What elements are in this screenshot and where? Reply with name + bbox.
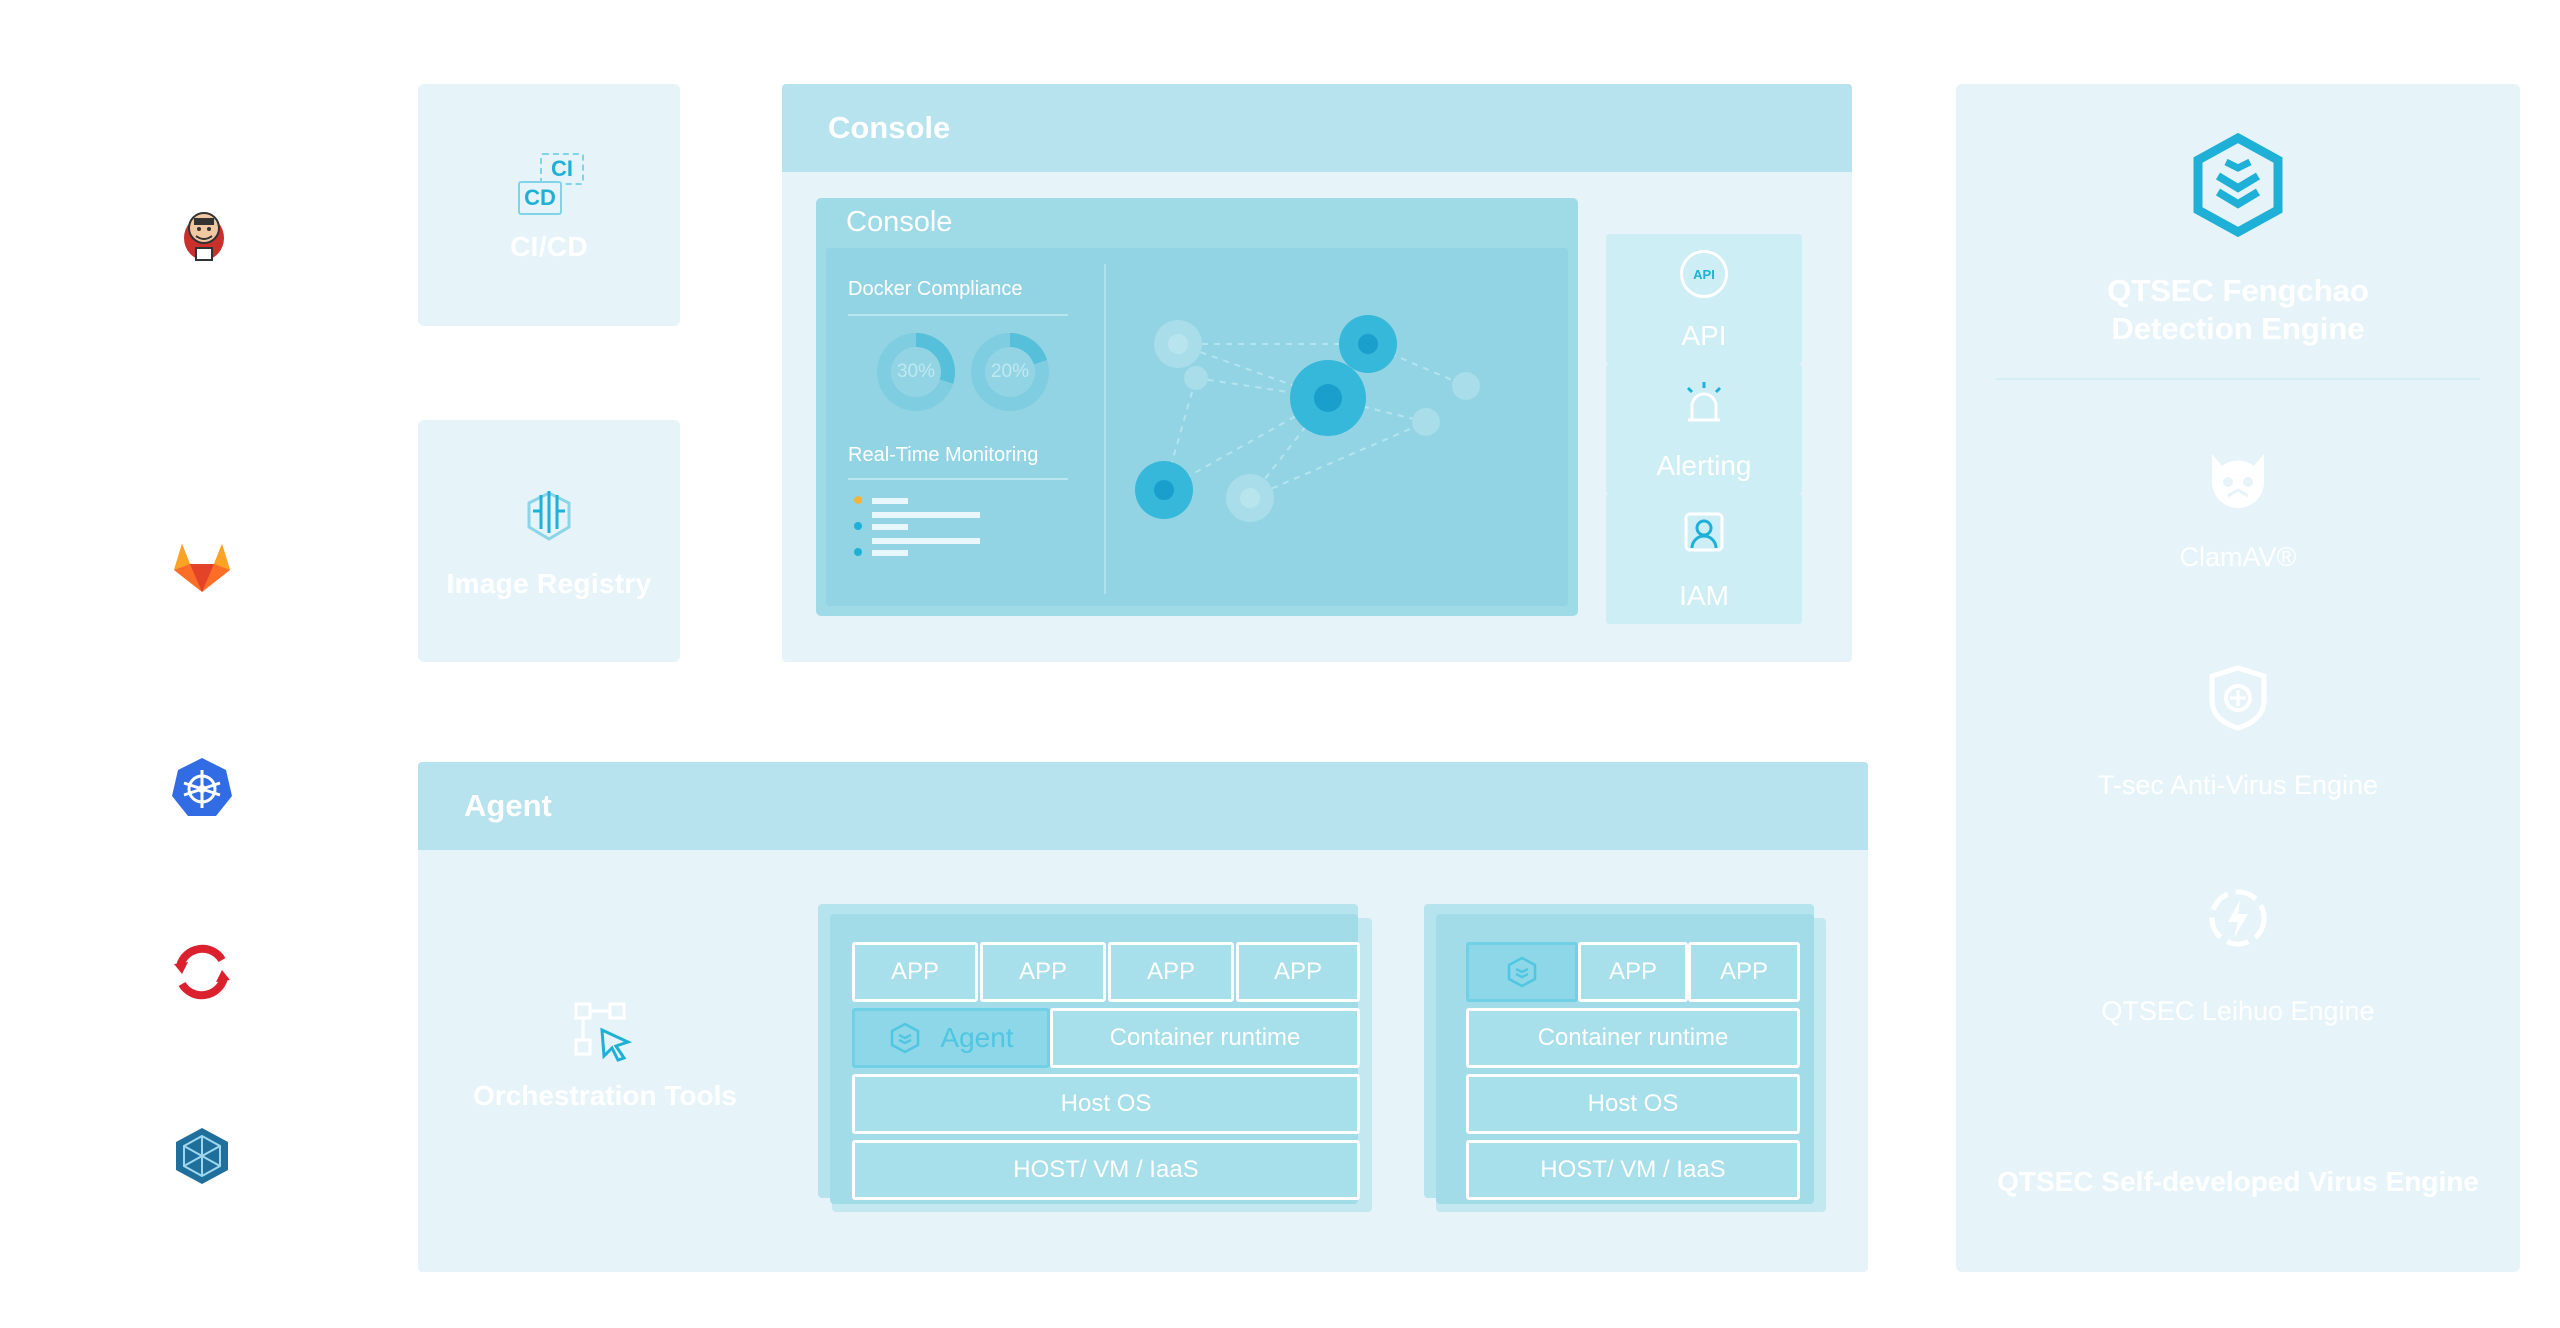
donut-chart-1: 30% <box>874 330 958 414</box>
divider <box>1996 378 2480 380</box>
orchestration-label: Orchestration Tools <box>473 1080 737 1111</box>
orchestration-icon <box>572 1000 636 1064</box>
stack2-runtime: Container runtime <box>1466 1008 1800 1068</box>
divider <box>848 314 1068 316</box>
stack2-host-os: Host OS <box>1466 1074 1800 1134</box>
monitoring-list <box>854 494 1004 584</box>
registry-icon <box>519 483 579 554</box>
tsec-label: T-sec Anti-Virus Engine <box>2097 770 2379 800</box>
cicd-card: CI CD CI/CD <box>418 84 680 326</box>
console-header: Console <box>782 84 1852 172</box>
stack1-app: APP <box>852 942 978 1002</box>
stack1-app: APP <box>1108 942 1234 1002</box>
api-card: API API <box>1606 234 1802 364</box>
stack2-app: APP <box>1688 942 1800 1002</box>
tsec-shield-icon <box>2206 664 2270 732</box>
stack1-app: APP <box>980 942 1106 1002</box>
realtime-monitoring-label: Real-Time Monitoring <box>848 444 1039 466</box>
stack1-app: APP <box>1236 942 1360 1002</box>
alerting-label: Alerting <box>1656 450 1752 481</box>
image-registry-label: Image Registry <box>446 567 652 599</box>
agent-label: Agent <box>940 1022 1014 1053</box>
fengchao-title-line1: QTSEC Fengchao <box>2107 273 2369 308</box>
orchestration-block: Orchestration Tools <box>460 996 750 1116</box>
stack1-infra: HOST/ VM / IaaS <box>852 1140 1360 1200</box>
console-screen-title: Console <box>846 206 953 238</box>
stack2-infra: HOST/ VM / IaaS <box>1466 1140 1800 1200</box>
iam-label: IAM <box>1679 580 1729 611</box>
vertical-divider <box>1104 264 1106 594</box>
api-label: API <box>1681 320 1727 351</box>
iam-card: IAM <box>1606 494 1802 624</box>
qtsec-logo-icon <box>2192 132 2284 238</box>
shield-hex-icon <box>1507 956 1537 988</box>
alerting-card: Alerting <box>1606 364 1802 494</box>
rancher-logo <box>170 1124 234 1188</box>
user-icon <box>1680 508 1728 556</box>
cicd-label: CI/CD <box>510 231 588 262</box>
stack1-agent: Agent <box>852 1008 1050 1068</box>
jenkins-logo <box>172 202 236 266</box>
self-developed-label: QTSEC Self-developed Virus Engine <box>1997 1166 2479 1197</box>
donut-chart-2: 20% <box>968 330 1052 414</box>
gitlab-logo <box>170 534 234 598</box>
console-screen-content: Docker Compliance 30% 20% Real-Time Moni… <box>826 248 1568 606</box>
engines-panel: QTSEC Fengchao Detection Engine ClamAV® … <box>1956 84 2520 1272</box>
stack1-runtime: Container runtime <box>1050 1008 1360 1068</box>
shield-hex-icon <box>891 1022 920 1054</box>
leihuo-label: QTSEC Leihuo Engine <box>2101 996 2375 1026</box>
api-icon: API <box>1680 250 1728 298</box>
agent-header: Agent <box>418 762 1868 850</box>
leihuo-icon <box>2206 886 2270 950</box>
image-registry-card: Image Registry <box>418 420 680 662</box>
network-graph <box>1116 268 1556 598</box>
alarm-icon <box>1680 378 1728 426</box>
kubernetes-logo <box>170 756 234 820</box>
fengchao-title-line2: Detection Engine <box>2111 311 2365 346</box>
docker-compliance-label: Docker Compliance <box>848 278 1023 300</box>
stack2-agent <box>1466 942 1578 1002</box>
openshift-logo <box>170 940 234 1004</box>
divider <box>848 478 1068 480</box>
cicd-icon: CI CD <box>514 147 584 217</box>
clamav-label: ClamAV® <box>2179 542 2297 572</box>
console-screen: Console Docker Compliance 30% 20% Real-T… <box>816 198 1578 616</box>
stack2-app: APP <box>1578 942 1688 1002</box>
stack1-host-os: Host OS <box>852 1074 1360 1134</box>
clamav-icon <box>2204 444 2272 512</box>
